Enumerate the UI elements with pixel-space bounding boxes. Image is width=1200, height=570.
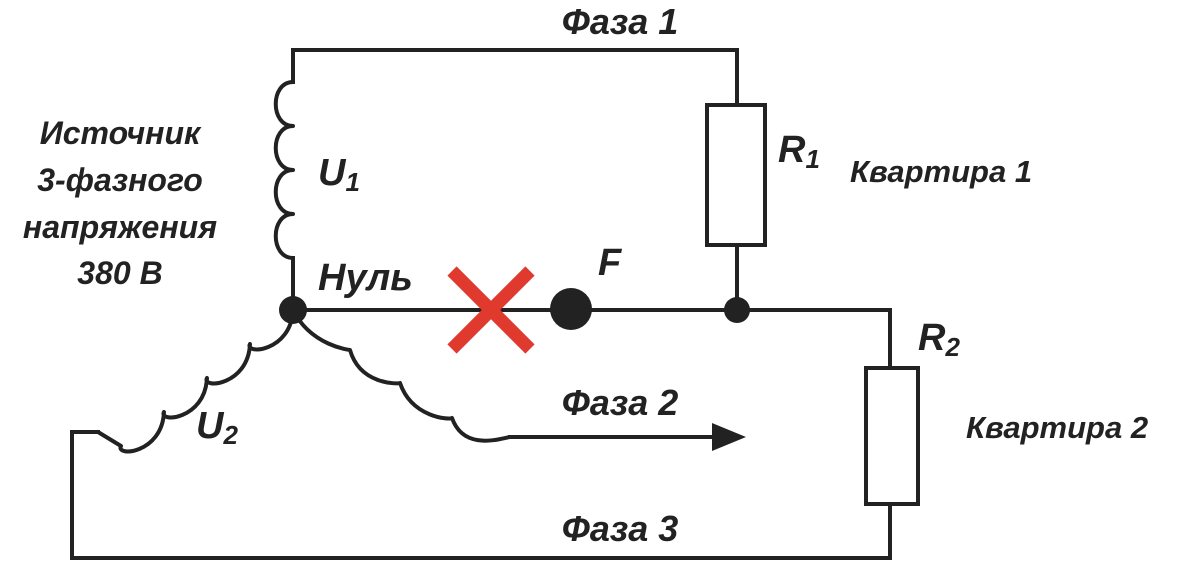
- resistor-r2-letter: R: [918, 317, 946, 359]
- phase1-label: Фаза 1: [562, 1, 679, 42]
- coil-u1: [273, 80, 295, 260]
- resistor-r2: [864, 366, 920, 506]
- source-label-line-1: Источник: [40, 115, 202, 151]
- resistor-r1-letter: R: [778, 129, 806, 171]
- coil-u2-label: U2: [196, 405, 238, 450]
- coil-u1-label: U1: [318, 152, 360, 197]
- fault-point-dot: [550, 288, 592, 330]
- source-label-line-4: 380 В: [77, 255, 162, 291]
- coil-u1-subscript: 1: [345, 167, 359, 197]
- coil-u2-letter: U: [196, 405, 225, 447]
- phase3-wire: [70, 430, 892, 560]
- apartment1-label: Квартира 1: [850, 154, 1032, 189]
- phase2-label: Фаза 2: [562, 382, 679, 423]
- coil-u1-letter: U: [318, 152, 347, 194]
- coil-u2: [96, 308, 295, 454]
- r1-junction-dot: [724, 297, 750, 323]
- neutral-break-cross-icon: [447, 266, 535, 354]
- apartment2-label: Квартира 2: [966, 410, 1148, 445]
- phase3-label: Фаза 3: [562, 508, 679, 549]
- phase2-arrow-icon: [712, 423, 746, 451]
- source-label-line-3: напряжения: [23, 209, 217, 245]
- coil-phase2: [291, 308, 512, 443]
- source-label: Источник 3-фазного напряжения 380 В: [23, 115, 217, 291]
- star-point-dot: [279, 296, 307, 324]
- resistor-r2-subscript: 2: [944, 332, 960, 362]
- phase1-wire: [291, 48, 739, 107]
- resistor-r2-label: R2: [918, 317, 960, 362]
- fault-label: F: [598, 242, 623, 284]
- resistor-r1-subscript: 1: [805, 144, 819, 174]
- neutral-label: Нуль: [318, 257, 413, 299]
- resistor-r1-label: R1: [778, 129, 820, 174]
- coil-u2-subscript: 2: [222, 420, 238, 450]
- resistor-r1: [705, 103, 767, 247]
- source-label-line-2: 3-фазного: [37, 162, 203, 198]
